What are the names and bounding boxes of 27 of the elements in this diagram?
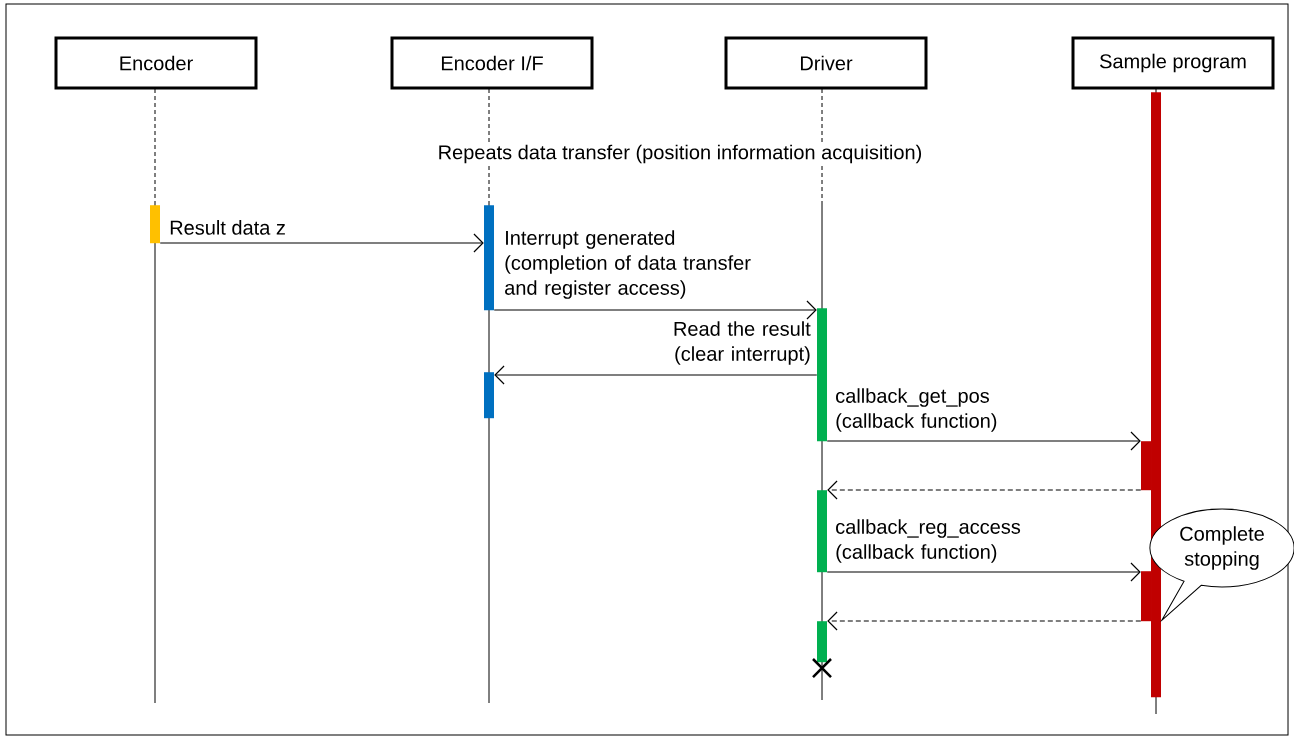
- message-arrow: [494, 365, 818, 385]
- message-label: Interrupt generated (completion of data transfer and register access): [505, 230, 751, 299]
- message-label: Result data z: [170, 220, 285, 235]
- message-arrow: [493, 300, 817, 320]
- lifeline-head-box: Driver: [724, 36, 928, 90]
- return-arrow: [827, 480, 1142, 500]
- activation-bar: [817, 621, 827, 663]
- note-text: Repeats data transfer (position information acquisition): [435, 142, 925, 166]
- lifeline-head-box: Sample program: [1071, 36, 1275, 90]
- return-arrow: [827, 611, 1142, 631]
- message-label: Read the result (clear interrupt): [674, 321, 811, 365]
- activation-bar: [150, 205, 160, 244]
- message-label: callback_reg_access (callback function): [836, 519, 1021, 563]
- activation-bar: [1141, 571, 1151, 622]
- lifeline-head-box: Encoder: [54, 36, 258, 90]
- activation-bar: [1141, 441, 1151, 491]
- activation-bar: [817, 308, 827, 442]
- message-arrow: [826, 431, 1141, 451]
- speech-bubble: Complete stopping: [1149, 508, 1294, 621]
- node-label: Complete stopping: [1180, 526, 1264, 570]
- message-label: callback_get_pos (callback function): [836, 388, 997, 432]
- activation-bar: [817, 490, 827, 573]
- message-arrow: [826, 562, 1141, 582]
- activation-bar: [484, 372, 494, 419]
- lifeline-head-box: Encoder I/F: [390, 36, 594, 90]
- activation-bar: [484, 205, 494, 311]
- message-arrow: [159, 233, 484, 253]
